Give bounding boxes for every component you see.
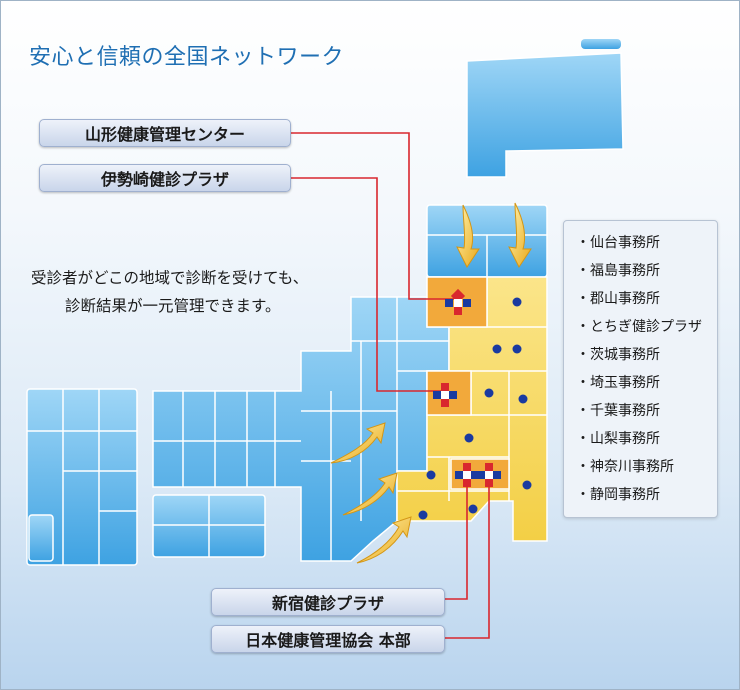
facility-marker-isesaki [433,383,457,407]
arrows [330,202,532,564]
facility-marker-yamagata [445,288,471,315]
office-dot [518,394,528,404]
office-list: ・仙台事務所 ・福島事務所 ・郡山事務所 ・とちぎ健診プラザ ・茨城事務所 ・埼… [564,221,717,509]
arrow-up-right-icon [330,422,386,464]
office-dot [426,470,436,480]
office-item: ・福島事務所 [576,263,660,279]
office-item: ・とちぎ健診プラザ [576,319,702,335]
facility-label-honbu: 日本健康管理協会 本部 [211,625,445,653]
arrow-up-right-icon [356,516,412,564]
office-dot [522,480,532,490]
office-dot [512,344,522,354]
office-item: ・神奈川事務所 [576,459,674,475]
office-item: ・郡山事務所 [576,291,660,307]
arrow-up-right-icon [342,472,398,516]
office-dot [418,510,428,520]
arrow-down-icon [508,202,532,268]
facility-label-yamagata: 山形健康管理センター [39,119,291,147]
office-item: ・茨城事務所 [576,347,660,363]
kyushu-region [26,388,138,566]
office-item: ・静岡事務所 [576,487,660,503]
description-text: 受診者がどこの地域で診断を受けても、 診断結果が一元管理できます。 [31,264,308,320]
description-line-1: 受診者がどこの地域で診断を受けても、 [31,269,309,287]
office-dot [464,433,474,443]
office-dot [484,388,494,398]
office-dot [468,504,478,514]
office-list-panel: ・仙台事務所 ・福島事務所 ・郡山事務所 ・とちぎ健診プラザ ・茨城事務所 ・埼… [563,220,718,518]
facility-label-shinjuku: 新宿健診プラザ [211,588,445,616]
facility-marker-honbu [477,463,501,487]
shikoku-region [152,494,266,558]
office-item: ・埼玉事務所 [576,375,660,391]
connector-lines [291,132,490,639]
facility-label-isesaki: 伊勢崎健診プラザ [39,164,291,192]
office-item: ・山梨事務所 [576,431,660,447]
yamagata-prefecture [426,276,488,328]
office-item: ・千葉事務所 [576,403,660,419]
page-title: 安心と信頼の全国ネットワーク [29,45,345,70]
arrow-down-icon [456,204,480,268]
description-line-2: 診断結果が一元管理できます。 [65,297,281,315]
facility-marker-shinjuku [455,463,479,487]
hokkaido-region [466,52,624,178]
office-dot [492,344,502,354]
office-dot [512,297,522,307]
small-island [581,39,621,49]
office-dots [418,297,532,520]
office-item: ・仙台事務所 [576,235,660,251]
